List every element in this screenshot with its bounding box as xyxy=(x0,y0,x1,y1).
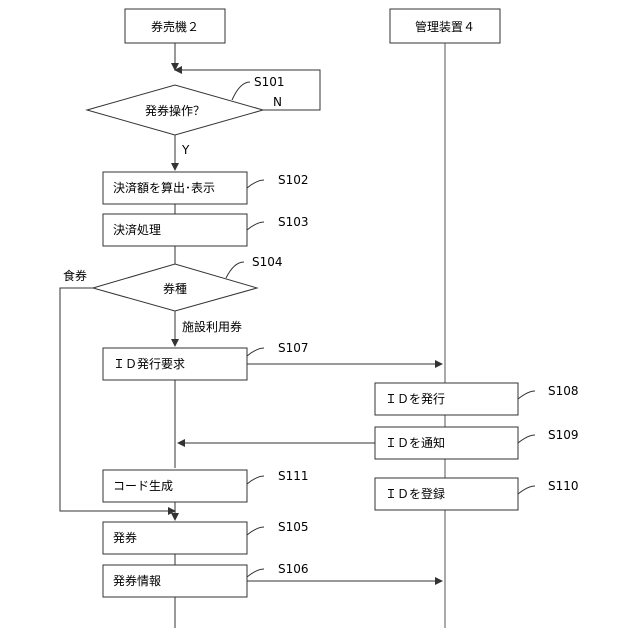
branch-label-yes: Y xyxy=(181,143,190,157)
process-code-generation-label: コード生成 xyxy=(113,479,173,493)
step-callout xyxy=(247,348,264,356)
step-id-s103: S103 xyxy=(278,215,309,229)
step-callout xyxy=(232,82,250,100)
process-id-request-label: ＩＤ発行要求 xyxy=(113,357,185,371)
process-notify-id-label: ＩＤを通知 xyxy=(385,436,445,450)
lane-label-ticket-machine: 券売機２ xyxy=(151,19,199,34)
step-callout xyxy=(226,262,244,278)
branch-label-no: N xyxy=(273,95,282,109)
branch-label-facility-ticket: 施設利用券 xyxy=(182,319,242,334)
step-id-s111: S111 xyxy=(278,469,309,483)
process-register-id-label: ＩＤを登録 xyxy=(385,486,445,501)
step-id-s101: S101 xyxy=(254,75,285,89)
step-callout xyxy=(247,180,264,188)
step-callout xyxy=(247,222,264,230)
decision-ticket-operation-label: 発券操作？ xyxy=(145,103,205,118)
step-id-s102: S102 xyxy=(278,173,309,187)
process-calc-display-label: 決済額を算出･表示 xyxy=(113,180,215,195)
step-id-s107: S107 xyxy=(278,341,309,355)
process-issue-ticket-label: 発券 xyxy=(113,530,137,545)
step-callout xyxy=(518,391,535,399)
branch-label-food-ticket: 食券 xyxy=(63,268,87,283)
step-callout xyxy=(247,569,264,577)
decision-ticket-type-label: 券種 xyxy=(163,281,187,296)
step-callout xyxy=(247,476,264,484)
step-callout xyxy=(518,435,535,443)
step-id-s105: S105 xyxy=(278,520,309,534)
step-id-s106: S106 xyxy=(278,562,309,576)
step-callout xyxy=(247,527,264,535)
process-issue-id-label: ＩＤを発行 xyxy=(385,392,445,406)
step-id-s108: S108 xyxy=(548,384,579,398)
step-id-s109: S109 xyxy=(548,428,579,442)
process-payment-label: 決済処理 xyxy=(113,222,161,237)
step-callout xyxy=(518,486,535,494)
step-id-s104: S104 xyxy=(252,255,283,269)
lane-label-management-device: 管理装置４ xyxy=(415,19,475,34)
process-ticket-info-label: 発券情報 xyxy=(113,573,161,588)
step-id-s110: S110 xyxy=(548,479,579,493)
